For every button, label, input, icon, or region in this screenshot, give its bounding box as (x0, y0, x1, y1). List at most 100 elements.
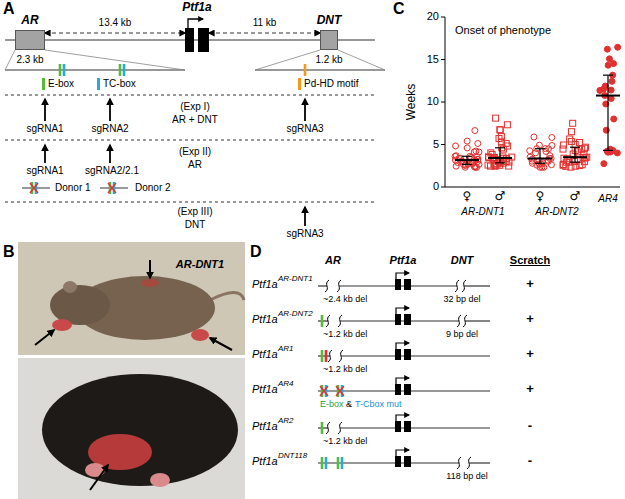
experiment-target: AR (188, 159, 202, 171)
mouse-head (50, 285, 110, 325)
sgrna-arrow (304, 99, 306, 121)
data-point (570, 120, 576, 126)
data-point (597, 87, 603, 93)
allele-name: Ptf1a (252, 383, 278, 396)
pointer-arrow (149, 260, 151, 278)
break-mark (328, 350, 332, 362)
allele-superscript: AR2 (278, 416, 294, 425)
data-point (560, 146, 566, 152)
allele-name: Ptf1a (252, 278, 278, 291)
distance-arrow (209, 32, 320, 33)
scratch-score: - (528, 454, 532, 469)
sgrna-label: sgRNA3 (286, 228, 323, 240)
data-point (494, 161, 500, 167)
data-point (533, 150, 539, 156)
scratch-score: + (526, 382, 534, 397)
mutation-mark (320, 386, 328, 396)
data-point (476, 149, 482, 155)
data-point (497, 127, 503, 133)
donor-label: Donor 1 (55, 182, 91, 194)
regulatory-region-box: AR2.3 kb (15, 30, 45, 50)
allele-name: Ptf1a (252, 455, 278, 468)
data-point (505, 143, 511, 149)
data-point (531, 134, 537, 140)
skin-lesion (52, 319, 72, 331)
data-point (464, 138, 470, 144)
legend-text: TC-box (103, 78, 136, 90)
genotype-label: AR4 (598, 193, 617, 205)
error-bar (499, 148, 500, 163)
scratch-score: + (526, 312, 534, 327)
data-point (609, 78, 615, 84)
data-point (546, 146, 552, 152)
expanded-region-line (255, 69, 385, 70)
data-point (601, 161, 607, 167)
exon-box (395, 421, 401, 432)
allele-line (318, 285, 327, 286)
size-label: 2.3 kb (16, 54, 43, 66)
mouse-photo-background (18, 358, 245, 499)
error-bar-cap (570, 162, 580, 163)
section-separator (5, 202, 375, 203)
transcription-arrow (396, 415, 409, 421)
experiment-label: (Exp II) (179, 146, 211, 158)
data-point (604, 46, 610, 52)
legend-text: Pd-HD motif (304, 78, 358, 90)
experiment-label: (Exp III) (177, 206, 212, 218)
mouse-ear (63, 281, 77, 293)
sgrna-label: sgRNA2 (91, 123, 128, 135)
sgrna-arrow (304, 207, 306, 226)
data-point (611, 116, 617, 122)
sgrna-arrow (44, 145, 46, 163)
exon-box (395, 314, 401, 325)
data-point (577, 139, 583, 145)
exon-box (395, 349, 401, 360)
error-bar-cap (495, 147, 505, 148)
exon-box (404, 456, 411, 467)
data-point (541, 164, 547, 170)
data-point (475, 140, 481, 146)
deletion-note: & (346, 399, 352, 409)
break-mark (457, 457, 461, 469)
error-bar-cap (535, 163, 545, 164)
motif-bar (119, 64, 122, 76)
motif-bar (325, 457, 328, 469)
exon-box (395, 279, 401, 290)
allele-line (341, 355, 490, 356)
region-header: AR (325, 254, 341, 267)
transcription-arrow (396, 343, 409, 349)
scratch-score: + (526, 347, 534, 362)
data-point (472, 128, 478, 134)
exon-box (395, 456, 401, 467)
section-separator (5, 95, 375, 96)
axis-tick (441, 187, 445, 188)
deletion-note: 118 bp del (446, 471, 487, 481)
error-bar (574, 147, 575, 162)
error-bar-cap (462, 164, 472, 165)
exon-box (404, 279, 411, 290)
sgrna-arrow (109, 145, 111, 163)
transcription-arrow (396, 308, 409, 314)
donor-label: Donor 2 (135, 182, 171, 194)
data-point (604, 148, 610, 154)
allele-superscript: AR1 (278, 344, 294, 353)
data-point (582, 145, 588, 151)
sgrna-label: sgRNA2/2.1 (85, 165, 139, 177)
motif-bar (337, 457, 340, 469)
sex-symbol: ♀ (463, 190, 472, 204)
panel-letter: A (3, 0, 15, 18)
data-point (497, 127, 503, 133)
deletion-note: 9 bp del (446, 329, 478, 339)
data-point (453, 163, 459, 169)
deletion-note: ~1.2 kb del (323, 364, 367, 374)
distance-label: 11 kb (251, 17, 279, 29)
error-bar-cap (495, 162, 505, 163)
exon-box (404, 349, 411, 360)
mouse-tail (210, 293, 244, 301)
data-point (527, 148, 533, 154)
data-point (568, 138, 574, 144)
mouse-body (42, 374, 238, 486)
column-header: Scratch (510, 254, 550, 267)
tick-label: 15 (427, 53, 439, 66)
